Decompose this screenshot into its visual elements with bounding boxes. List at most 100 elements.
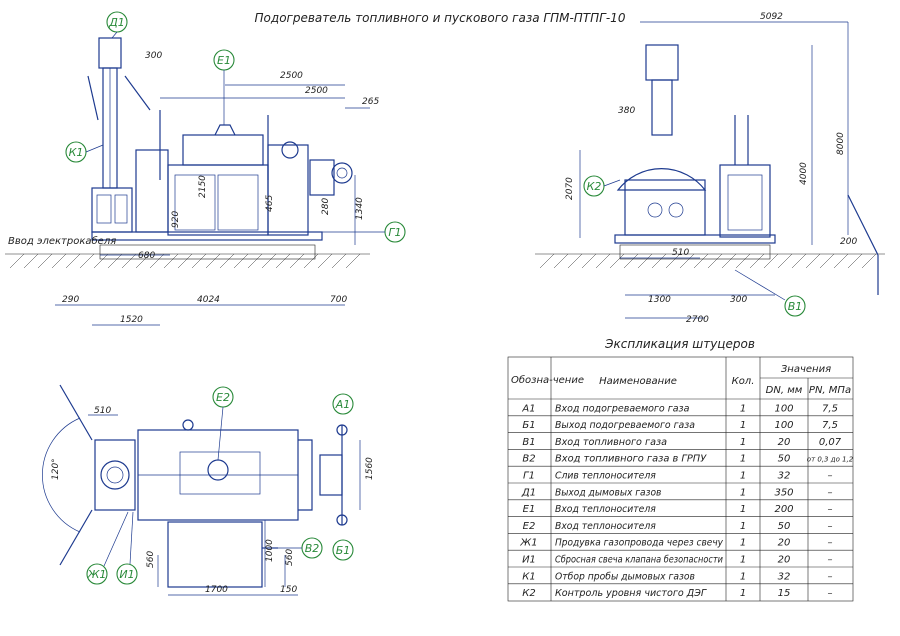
table-cell-dn: 20: [778, 437, 791, 448]
dim-side-510: 510: [672, 248, 689, 258]
svg-text:К2: К2: [587, 180, 602, 193]
dim-plan-1000: 1000: [265, 539, 275, 562]
svg-text:К1: К1: [69, 146, 84, 159]
tag-A1: А1: [332, 393, 354, 415]
table-cell-qty: 1: [740, 521, 746, 532]
dim-front-465: 465: [265, 195, 275, 212]
svg-text:Д1: Д1: [108, 16, 125, 29]
table-cell-qty: 1: [740, 403, 746, 414]
svg-text:В2: В2: [305, 542, 320, 555]
dim-front-280: 280: [321, 198, 331, 215]
table-cell-code: К1: [522, 571, 535, 582]
dim-side-8000: 8000: [836, 132, 846, 155]
dim-front-920: 920: [171, 211, 181, 228]
dim-side-2700: 2700: [686, 315, 709, 325]
table-cell-qty: 1: [740, 588, 746, 599]
tag-K2: К2: [583, 175, 621, 197]
table-cell-dn: 350: [774, 487, 793, 498]
table-cell-pn: –: [828, 571, 833, 582]
table-cell-qty: 1: [740, 571, 746, 582]
dim-front-265: 265: [362, 97, 379, 107]
table-cell-qty: 1: [740, 538, 746, 549]
dim-front-290: 290: [62, 295, 79, 305]
table-cell-code: Ж1: [519, 538, 537, 549]
table-cell-code: Д1: [521, 487, 536, 498]
dim-side-300: 300: [730, 295, 747, 305]
table-cell-pn: 0,07: [819, 437, 842, 448]
dim-front-1340: 1340: [355, 197, 365, 220]
ground-hatch-side: [539, 253, 877, 269]
table-cell-dn: 20: [778, 555, 791, 566]
dim-plan-120: 120°: [51, 458, 61, 480]
tag-E1: Е1: [213, 49, 235, 125]
table-cell-name: Вход топливного газа в ГРПУ: [555, 454, 707, 465]
dim-side-200: 200: [840, 237, 857, 247]
front-view: 300 2500 2500 265 2150 920 465 280 1340 …: [5, 11, 406, 326]
table-cell-dn: 200: [774, 504, 793, 515]
cable-input-label: Ввод электрокабеля: [8, 235, 116, 247]
plan-view: 510 120° 1560 1000 560 560 1700 150 Е2 А…: [42, 384, 375, 596]
dim-front-1520: 1520: [120, 315, 143, 325]
dim-front-2500a: 2500: [280, 71, 303, 81]
table-cell-dn: 50: [778, 521, 791, 532]
dim-front-2150: 2150: [198, 175, 208, 198]
dim-side-5092: 5092: [760, 12, 783, 22]
table-cell-code: Е1: [523, 504, 536, 515]
tag-E2: Е2: [212, 386, 234, 461]
table-cell-name: Вход подогреваемого газа: [555, 403, 689, 414]
table-cell-pn: 7,5: [822, 403, 838, 414]
dim-front-4024: 4024: [197, 295, 220, 305]
table-cell-qty: 1: [740, 504, 746, 515]
tag-I1: И1: [116, 511, 138, 585]
dim-side-4000: 4000: [799, 162, 809, 185]
tag-G1: Г1: [322, 221, 406, 243]
table-cell-name: Вход теплоносителя: [555, 504, 656, 515]
table-cell-pn: –: [828, 471, 833, 482]
table-cell-dn: 32: [778, 571, 791, 582]
table-cell-code: В2: [522, 454, 535, 465]
tag-D1: Д1: [106, 11, 128, 39]
svg-text:А1: А1: [335, 398, 351, 411]
table-cell-code: К2: [522, 588, 535, 599]
table-cell-name: Слив теплоносителя: [555, 471, 656, 482]
svg-text:Е2: Е2: [216, 391, 230, 404]
table-cell-pn: –: [828, 538, 833, 549]
nozzle-table: Экспликация штуцеров Обозна-чение Наимен…: [507, 337, 854, 602]
svg-text:И1: И1: [119, 568, 134, 581]
table-cell-qty: 1: [740, 487, 746, 498]
table-cell-name: Выход дымовых газов: [555, 487, 661, 498]
dim-plan-560b: 560: [285, 549, 295, 566]
table-cell-code: Г1: [523, 471, 535, 482]
table-cell-dn: 32: [778, 471, 791, 482]
table-cell-code: В1: [522, 437, 535, 448]
tag-K1: К1: [65, 141, 104, 163]
tag-V1: В1: [734, 269, 806, 317]
svg-text:Б1: Б1: [336, 544, 351, 557]
svg-text:В1: В1: [788, 300, 803, 313]
table-cell-dn: 50: [778, 454, 791, 465]
table-cell-code: А1: [521, 403, 535, 414]
dim-plan-560a: 560: [146, 551, 156, 568]
table-cell-pn: –: [828, 521, 833, 532]
table-cell-dn: 20: [778, 538, 791, 549]
table-cell-name: Выход подогреваемого газа: [555, 420, 695, 431]
table-cell-name: Сбросная свеча клапана безопасности: [555, 554, 723, 566]
tag-B1: Б1: [332, 539, 354, 561]
svg-text:Ж1: Ж1: [87, 568, 107, 581]
dim-side-380: 380: [618, 106, 635, 116]
table-cell-pn: 7,5: [822, 420, 838, 431]
table-cell-pn: –: [828, 487, 833, 498]
table-cell-pn: от 0,3 до 1,2: [807, 456, 854, 464]
dim-plan-1560: 1560: [365, 457, 375, 480]
table-cell-qty: 1: [740, 437, 746, 448]
table-cell-qty: 1: [740, 471, 746, 482]
table-cell-pn: –: [828, 588, 833, 599]
table-cell-pn: –: [828, 504, 833, 515]
table-cell-name: Продувка газопровода через свечу: [555, 538, 724, 549]
header-pn: PN, МПа: [809, 385, 851, 396]
dim-front-680: 680: [138, 251, 155, 261]
table-cell-dn: 100: [774, 420, 793, 431]
table-cell-dn: 100: [774, 403, 793, 414]
table-cell-dn: 15: [778, 588, 791, 599]
table-cell-name: Вход топливного газа: [555, 437, 667, 448]
